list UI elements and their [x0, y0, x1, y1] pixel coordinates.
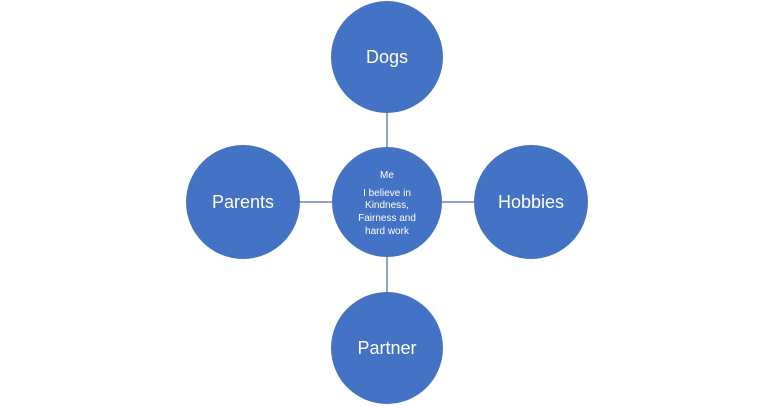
parents-label: Parents: [212, 192, 274, 212]
dogs-label: Dogs: [366, 47, 408, 67]
node-partner[interactable]: Partner: [331, 292, 443, 404]
node-parents[interactable]: Parents: [186, 145, 300, 259]
center-title: Me: [380, 170, 394, 181]
node-hobbies[interactable]: Hobbies: [474, 145, 588, 259]
hobbies-circle: [474, 145, 588, 259]
node-center[interactable]: Me I believe in Kindness, Fairness and h…: [332, 147, 442, 257]
dogs-circle: [331, 1, 443, 113]
center-line-3: Fairness and: [358, 213, 416, 224]
partner-label: Partner: [357, 338, 416, 358]
center-line-1: I believe in: [363, 188, 411, 199]
center-circle: [332, 147, 442, 257]
partner-circle: [331, 292, 443, 404]
center-line-4: hard work: [365, 226, 410, 237]
connectors: [300, 112, 474, 292]
center-line-2: Kindness,: [365, 200, 409, 211]
parents-circle: [186, 145, 300, 259]
node-dogs[interactable]: Dogs: [331, 1, 443, 113]
hobbies-label: Hobbies: [498, 192, 564, 212]
